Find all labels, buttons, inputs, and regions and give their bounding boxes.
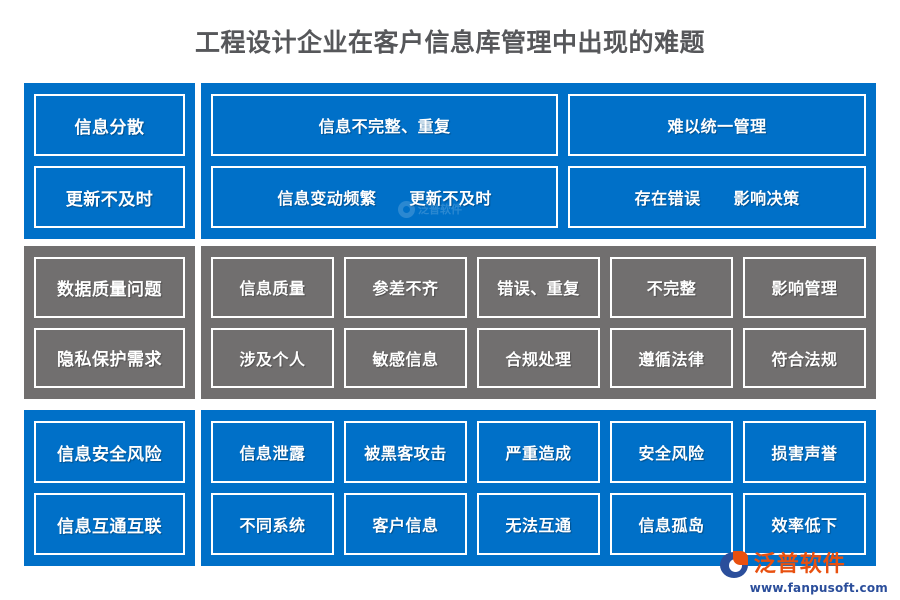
- detail-cell[interactable]: 客户信息: [344, 493, 467, 555]
- category-cell[interactable]: 隐私保护需求: [34, 327, 185, 388]
- detail-cell[interactable]: 影响管理: [743, 257, 866, 318]
- detail-cell[interactable]: 严重造成: [477, 421, 600, 483]
- section-1-detail-row-2: 信息变动频繁 更新不及时 存在错误 影响决策: [211, 166, 866, 228]
- fanpu-logo-icon: [719, 550, 750, 580]
- section-1-detail-panel: 信息不完整、重复 难以统一管理 信息变动频繁 更新不及时 存在错误 影响决策: [201, 83, 876, 239]
- section-2-category-row-2: 隐私保护需求: [34, 327, 185, 388]
- section-2-category-row-1: 数据质量问题: [34, 257, 185, 318]
- detail-cell[interactable]: 信息变动频繁 更新不及时: [211, 166, 559, 228]
- detail-cell[interactable]: 无法互通: [477, 493, 600, 555]
- detail-cell[interactable]: 信息泄露: [211, 421, 334, 483]
- detail-cell[interactable]: 符合法规: [743, 327, 866, 388]
- section-information-dispersion: 信息分散 更新不及时 信息不完整、重复 难以统一管理 信息变动频繁 更新不及时 …: [24, 83, 876, 239]
- category-cell[interactable]: 数据质量问题: [34, 257, 185, 318]
- detail-cell[interactable]: 合规处理: [477, 327, 600, 388]
- page-title: 工程设计企业在客户信息库管理中出现的难题: [194, 28, 705, 57]
- category-cell[interactable]: 信息安全风险: [34, 421, 185, 483]
- section-security-interconnection: 信息安全风险 信息互通互联 信息泄露 被黑客攻击 严重造成 安全风险 损害声誉 …: [24, 410, 876, 566]
- section-2-detail-row-1: 信息质量 参差不齐 错误、重复 不完整 影响管理: [211, 257, 866, 318]
- section-2-category-panel: 数据质量问题 隐私保护需求: [24, 246, 195, 399]
- section-1-category-row-2: 更新不及时: [34, 166, 185, 228]
- detail-cell[interactable]: 遵循法律: [610, 327, 733, 388]
- brand-name: 泛普软件: [753, 552, 846, 577]
- section-2-detail-row-2: 涉及个人 敏感信息 合规处理 遵循法律 符合法规: [211, 327, 866, 388]
- detail-cell[interactable]: 错误、重复: [477, 257, 600, 318]
- section-3-detail-row-2: 不同系统 客户信息 无法互通 信息孤岛 效率低下: [211, 493, 866, 555]
- section-3-detail-panel: 信息泄露 被黑客攻击 严重造成 安全风险 损害声誉 不同系统 客户信息 无法互通…: [201, 410, 876, 566]
- detail-cell[interactable]: 难以统一管理: [568, 94, 866, 156]
- detail-cell[interactable]: 信息孤岛: [610, 493, 733, 555]
- detail-cell[interactable]: 存在错误 影响决策: [568, 166, 866, 228]
- detail-cell[interactable]: 损害声誉: [743, 421, 866, 483]
- detail-cell[interactable]: 效率低下: [743, 493, 866, 555]
- detail-cell[interactable]: 敏感信息: [344, 327, 467, 388]
- section-1-detail-row-1: 信息不完整、重复 难以统一管理: [211, 94, 866, 156]
- brand-url: www.fanpusoft.com: [749, 581, 888, 595]
- section-3-category-row-2: 信息互通互联: [34, 493, 185, 555]
- detail-cell[interactable]: 参差不齐: [344, 257, 467, 318]
- section-1-category-panel: 信息分散 更新不及时: [24, 83, 195, 239]
- category-cell[interactable]: 信息互通互联: [34, 493, 185, 555]
- category-cell[interactable]: 信息分散: [34, 94, 185, 156]
- detail-cell[interactable]: 不完整: [610, 257, 733, 318]
- section-3-detail-row-1: 信息泄露 被黑客攻击 严重造成 安全风险 损害声誉: [211, 421, 866, 483]
- detail-cell[interactable]: 涉及个人: [211, 327, 334, 388]
- detail-cell[interactable]: 信息不完整、重复: [211, 94, 559, 156]
- section-2-detail-panel: 信息质量 参差不齐 错误、重复 不完整 影响管理 涉及个人 敏感信息 合规处理 …: [201, 246, 876, 399]
- section-3-category-panel: 信息安全风险 信息互通互联: [24, 410, 195, 566]
- section-3-category-row-1: 信息安全风险: [34, 421, 185, 483]
- section-data-quality-privacy: 数据质量问题 隐私保护需求 信息质量 参差不齐 错误、重复 不完整 影响管理 涉…: [24, 246, 876, 399]
- detail-cell[interactable]: 被黑客攻击: [344, 421, 467, 483]
- detail-cell[interactable]: 信息质量: [211, 257, 334, 318]
- brand-logo-top: 泛普软件: [719, 550, 846, 580]
- section-1-category-row-1: 信息分散: [34, 94, 185, 156]
- category-cell[interactable]: 更新不及时: [34, 166, 185, 228]
- brand-logo: 泛普软件 www.fanpusoft.com: [719, 550, 888, 595]
- detail-cell[interactable]: 不同系统: [211, 493, 334, 555]
- detail-cell[interactable]: 安全风险: [610, 421, 733, 483]
